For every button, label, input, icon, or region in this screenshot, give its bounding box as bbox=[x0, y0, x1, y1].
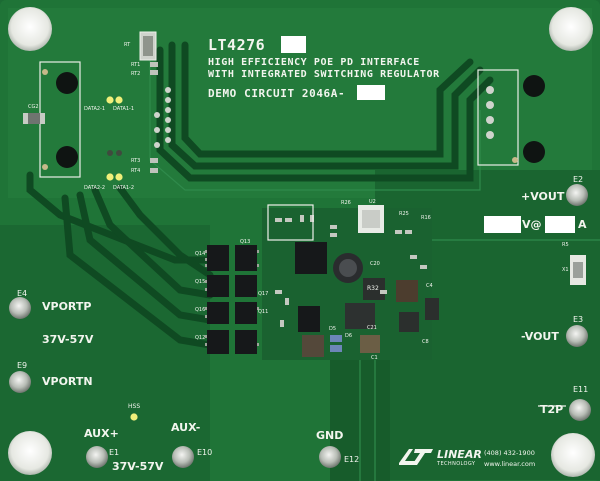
refdes-c20: C20 bbox=[370, 261, 380, 267]
linear-logo-mark bbox=[399, 449, 433, 465]
terminal-e9-label: E9 bbox=[17, 361, 28, 370]
label-vportp: VPORTP bbox=[42, 300, 92, 313]
refdes-q15: Q15 bbox=[195, 279, 206, 285]
hss-led bbox=[130, 413, 138, 421]
linear-phone: (408) 432-1900 bbox=[484, 449, 535, 457]
refdes-rt2: RT2 bbox=[131, 71, 141, 77]
refdes-data2-1: DATA2-1 bbox=[84, 106, 106, 112]
output-voltage-blank bbox=[484, 216, 521, 233]
smd-rt1-rt4 bbox=[150, 62, 158, 173]
terminal-e12-label: E12 bbox=[344, 455, 360, 464]
traces-thin bbox=[149, 60, 600, 481]
refdes-r26: R26 bbox=[341, 200, 351, 206]
label-gnd: GND bbox=[316, 429, 344, 442]
refdes-x1: X1 bbox=[562, 267, 569, 273]
label-aux-plus: AUX+ bbox=[84, 427, 119, 440]
leds-bottom bbox=[106, 150, 123, 181]
terminal-e1-label: E1 bbox=[109, 448, 120, 457]
terminal-e1-post bbox=[86, 446, 108, 468]
terminal-e12-post bbox=[319, 446, 341, 468]
label-vportn: VPORTN bbox=[42, 375, 93, 388]
refdes-q17: Q17 bbox=[258, 291, 269, 297]
terminal-e10-post bbox=[172, 446, 194, 468]
part-number: LT4276 bbox=[208, 36, 266, 54]
label-vout-plus: +VOUT bbox=[521, 190, 565, 203]
label-vout-minus: -VOUT bbox=[521, 330, 559, 343]
terminal-e2-label: E2 bbox=[573, 175, 584, 184]
via-column bbox=[154, 87, 171, 148]
linear-url: www.linear.com bbox=[484, 460, 536, 468]
mounting-hole-br bbox=[551, 433, 595, 477]
mounting-hole-bl bbox=[8, 431, 52, 475]
output-current-blank bbox=[545, 216, 575, 233]
refdes-q11: Q11 bbox=[258, 309, 269, 315]
refdes-data1-1: DATA1-1 bbox=[113, 106, 135, 112]
traces bbox=[26, 41, 494, 349]
label-aux-minus: AUX- bbox=[171, 421, 201, 434]
refdes-c21: C21 bbox=[367, 325, 377, 331]
refdes-cg2: CG2 bbox=[28, 104, 39, 110]
refdes-r32: R32 bbox=[367, 285, 379, 292]
label-t2p: T2P bbox=[540, 403, 564, 416]
refdes-q12: Q12 bbox=[195, 335, 206, 341]
board-description-line1: HIGH EFFICIENCY POE PD INTERFACE bbox=[208, 57, 420, 68]
rj45-right-pins bbox=[477, 69, 545, 166]
refdes-rt4: RT4 bbox=[131, 168, 141, 174]
terminal-e3-post bbox=[566, 325, 588, 347]
refdes-r25: R25 bbox=[399, 211, 409, 217]
refdes-c4: C4 bbox=[426, 283, 433, 289]
refdes-data2-2: DATA2-2 bbox=[84, 185, 106, 191]
refdes-c8: C8 bbox=[422, 339, 429, 345]
label-aux-range: 37V-57V bbox=[112, 460, 164, 473]
leds-top bbox=[106, 96, 123, 104]
refdes-d5: D5 bbox=[329, 326, 337, 332]
refdes-q13: Q13 bbox=[240, 239, 251, 245]
terminal-e2-post bbox=[566, 184, 588, 206]
refdes-r5: R5 bbox=[562, 242, 569, 248]
terminal-e3-label: E3 bbox=[573, 315, 584, 324]
mosfet-bridge bbox=[205, 245, 259, 354]
terminal-e10-label: E10 bbox=[197, 448, 213, 457]
refdes-q14: Q14 bbox=[195, 251, 206, 257]
label-hss: HSS bbox=[128, 403, 141, 410]
resistor-rt bbox=[139, 31, 157, 61]
refdes-u2: U2 bbox=[369, 199, 376, 205]
refdes-data1-2: DATA1-2 bbox=[113, 185, 135, 191]
refdes-r16: R16 bbox=[421, 215, 431, 221]
terminal-e11-post bbox=[569, 399, 591, 421]
linear-logo-name: LINEAR bbox=[437, 448, 482, 461]
terminal-e9-post bbox=[9, 371, 31, 393]
refdes-c1: C1 bbox=[371, 355, 378, 361]
mounting-hole-tr bbox=[549, 7, 593, 51]
output-spec-v: V@ bbox=[522, 218, 542, 231]
terminal-e4-label: E4 bbox=[17, 289, 28, 298]
silkscreen-lines bbox=[267, 204, 566, 407]
jumper-x1 bbox=[570, 255, 586, 285]
cap-cg2 bbox=[23, 113, 45, 124]
controller-area bbox=[262, 205, 439, 360]
label-input-range: 37V-57V bbox=[42, 333, 94, 346]
refdes-rt: RT bbox=[124, 42, 131, 48]
board-description-line2: WITH INTEGRATED SWITCHING REGULATOR bbox=[208, 69, 440, 80]
demo-circuit-suffix-blank bbox=[357, 85, 385, 100]
linear-logo-subtitle: TECHNOLOGY bbox=[437, 461, 476, 467]
refdes-q16: Q16 bbox=[195, 307, 206, 313]
refdes-rt3: RT3 bbox=[131, 158, 141, 164]
terminal-e11-label: E11 bbox=[573, 385, 589, 394]
mounting-hole-tl bbox=[8, 7, 52, 51]
refdes-rt1: RT1 bbox=[131, 62, 141, 68]
demo-circuit-label: DEMO CIRCUIT 2046A- bbox=[208, 87, 346, 100]
terminal-e4-post bbox=[9, 297, 31, 319]
output-spec-a: A bbox=[578, 218, 587, 231]
part-suffix-blank bbox=[281, 36, 306, 53]
refdes-d6: D6 bbox=[345, 333, 353, 339]
